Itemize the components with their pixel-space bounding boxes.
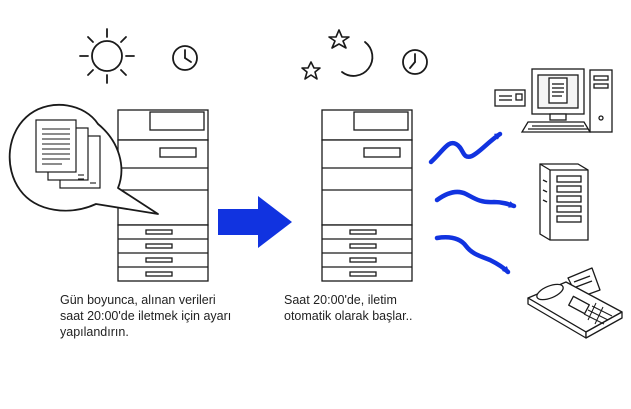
star-icon	[301, 61, 321, 80]
caption-left-line-1: Gün boyunca, alınan verileri	[60, 293, 216, 307]
caption-right: Saat 20:00'de, iletim otomatik olarak ba…	[284, 292, 413, 324]
sun-icon	[79, 28, 135, 84]
clock-icon	[402, 49, 428, 75]
fax-icon	[527, 267, 623, 339]
caption-left-line-2: saat 20:00'de iletmek için ayarı	[60, 309, 232, 323]
caption-left: Gün boyunca, alınan verileri saat 20:00'…	[60, 292, 231, 340]
multifunction-printer-icon	[321, 109, 413, 282]
transmission-arrow-icon	[434, 189, 517, 209]
computer-icon	[494, 68, 613, 133]
star-icon	[328, 29, 350, 49]
multifunction-printer-icon	[117, 109, 209, 282]
moon-icon	[341, 41, 374, 77]
transmission-arrow-icon	[428, 131, 503, 165]
transmission-arrow-icon	[434, 235, 511, 275]
caption-right-line-1: Saat 20:00'de, iletim	[284, 293, 397, 307]
document-stack-icon	[8, 103, 159, 215]
clock-icon	[172, 45, 198, 71]
arrow-right-icon	[218, 196, 292, 248]
server-icon	[539, 163, 589, 241]
caption-left-line-3: yapılandırın.	[60, 325, 129, 339]
caption-right-line-2: otomatik olarak başlar..	[284, 309, 413, 323]
